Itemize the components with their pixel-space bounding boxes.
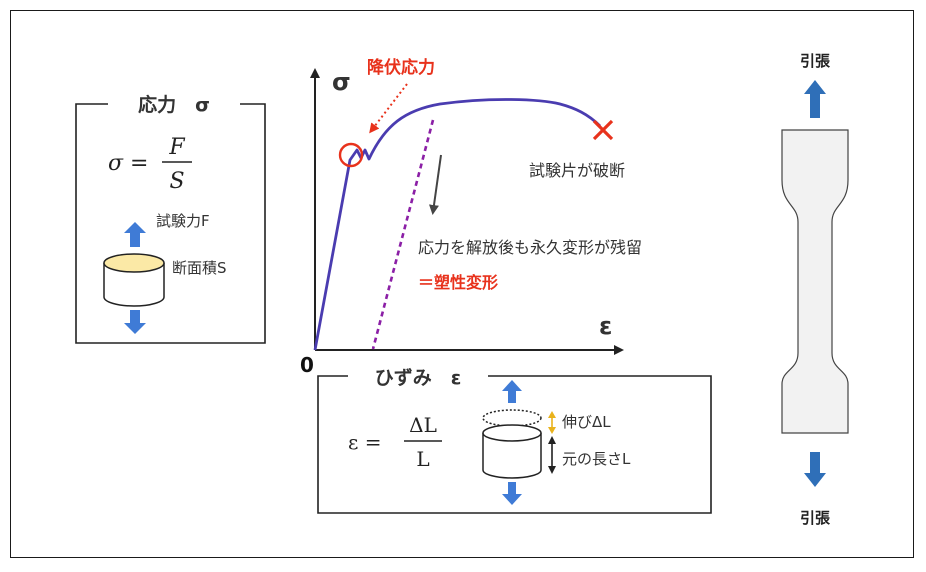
stress-strain-curve <box>313 98 601 351</box>
stress-box-border <box>75 103 266 344</box>
tension-up-arrow-icon <box>804 80 826 118</box>
yield-label: 降伏応力 <box>367 57 435 78</box>
tension-top-label: 引張 <box>800 52 831 70</box>
tension-bottom-label: 引張 <box>800 509 831 527</box>
x-axis-symbol: ε <box>599 312 612 340</box>
strain-box-border <box>317 375 712 514</box>
yield-pointer-arrow <box>369 83 408 134</box>
dogbone-specimen-shape <box>781 129 849 434</box>
area-label: 断面積S <box>172 259 227 277</box>
y-axis-symbol: σ <box>332 68 351 96</box>
fracture-label: 試験片が破断 <box>529 161 625 180</box>
strain-formula-numerator: ΔL <box>409 413 437 437</box>
strain-box: ひずみ ε ε = ΔL L 伸びΔL 元の長さL <box>317 367 712 514</box>
tensile-specimen: 引張 引張 <box>781 52 849 527</box>
fracture-mark-icon <box>592 119 614 141</box>
origin-label: 0 <box>300 353 314 377</box>
tension-down-arrow-icon <box>804 452 826 487</box>
plastic-label: ＝塑性変形 <box>418 273 498 292</box>
length-indicator-icon <box>548 436 556 474</box>
stress-formula-lhs: σ = <box>108 151 148 176</box>
force-down-arrow-icon <box>124 310 146 334</box>
stretched-cylinder-icon <box>482 409 542 479</box>
strain-formula-denominator: L <box>416 447 429 471</box>
stress-box: 応力 σ σ = F S 試験力F 断面積S <box>75 93 266 344</box>
yield-point-marker <box>338 142 364 168</box>
diagram-frame <box>10 10 914 558</box>
stress-box-title: 応力 σ <box>138 93 210 116</box>
unloading-line <box>371 119 435 350</box>
unload-label: 応力を解放後も永久変形が残留 <box>418 238 642 257</box>
strain-formula-lhs: ε = <box>348 430 381 454</box>
force-up-arrow-icon <box>124 222 146 247</box>
elongation-label: 伸びΔL <box>562 413 611 431</box>
strain-box-title: ひずみ ε <box>375 367 462 389</box>
elongation-indicator-icon <box>548 411 556 434</box>
stress-strain-graph: σ ε 0 降伏応力 試験片が破断 応力を解放後も永久変形が残留 ＝塑性変形 <box>300 57 642 377</box>
unloading-arrow <box>429 154 442 215</box>
strain-down-arrow-icon <box>502 482 522 505</box>
strain-up-arrow-icon <box>502 380 522 403</box>
force-label: 試験力F <box>156 212 210 230</box>
length-label: 元の長さL <box>562 450 631 468</box>
specimen-cylinder-icon <box>103 253 165 307</box>
stress-formula-denominator: S <box>169 169 184 194</box>
stress-formula-numerator: F <box>168 135 185 160</box>
